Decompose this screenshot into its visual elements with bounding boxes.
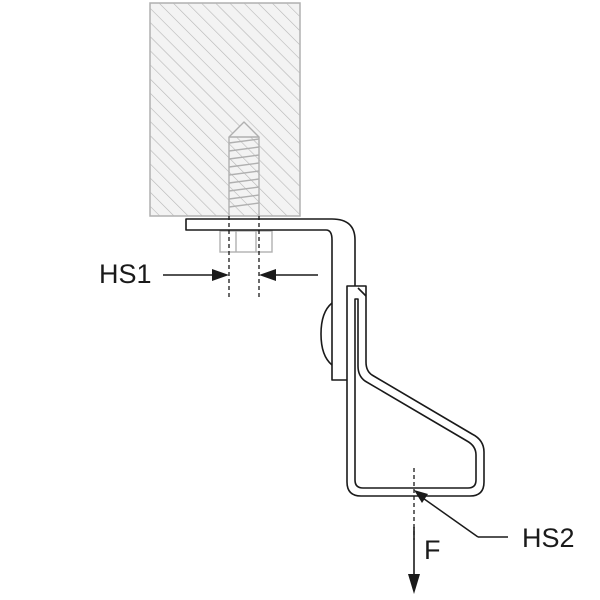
hanger <box>320 285 485 497</box>
hatched-block <box>149 2 301 217</box>
bracket <box>185 218 356 381</box>
force-arrow <box>408 527 420 594</box>
hs2-label: HS2 <box>522 523 575 553</box>
nut <box>219 230 273 253</box>
hs1-dimension <box>163 269 318 281</box>
force-label: F <box>424 535 441 565</box>
hs2-leader <box>414 490 508 538</box>
hs1-label: HS1 <box>99 259 152 289</box>
screw <box>219 121 273 253</box>
screw-threads <box>228 138 260 208</box>
